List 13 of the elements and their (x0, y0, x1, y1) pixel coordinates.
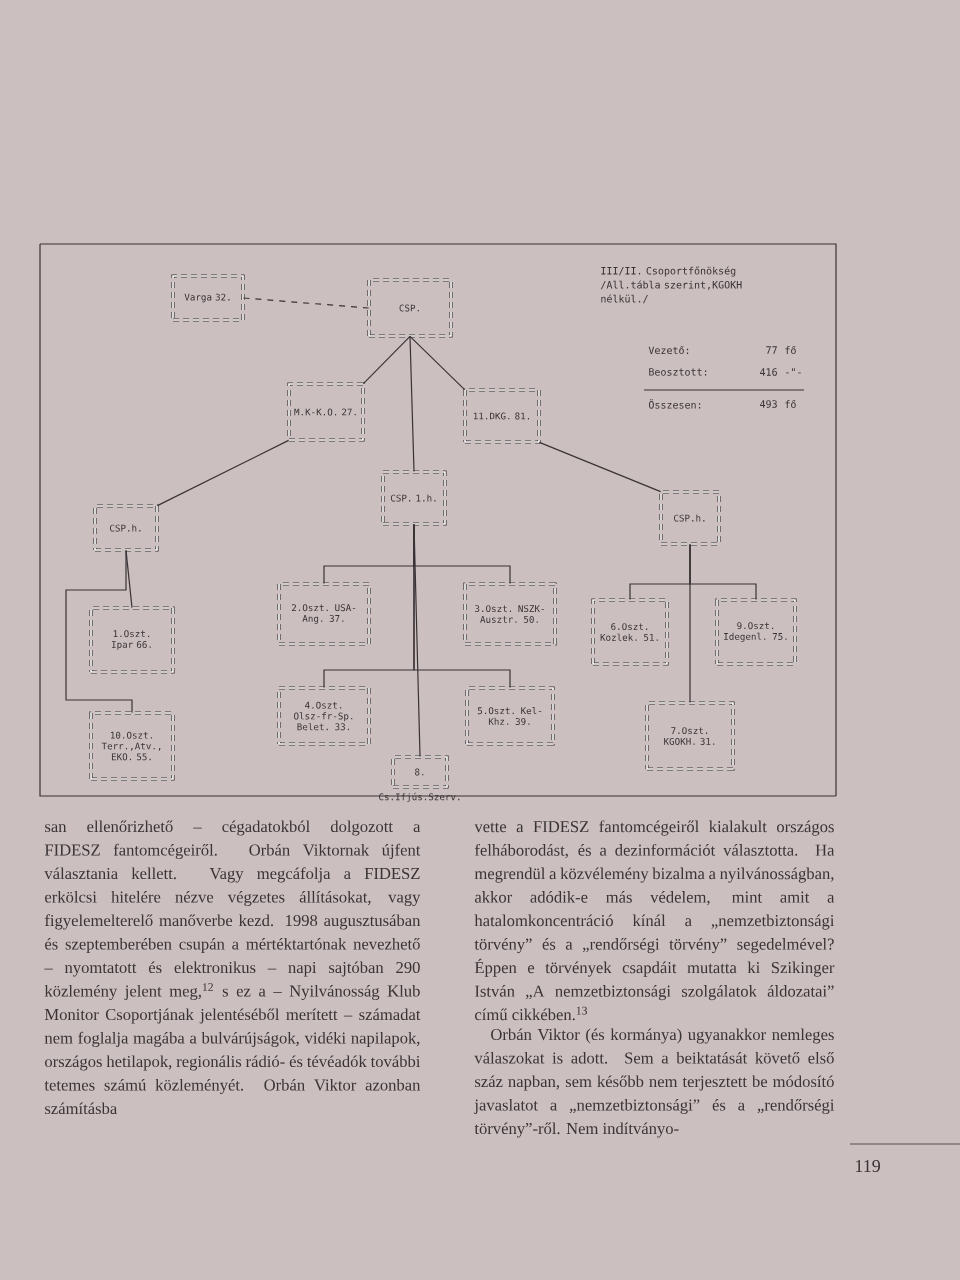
connector-line (362, 335, 411, 385)
connector-line (156, 439, 290, 507)
body-paragraph: Orbán Viktor (és kormánya) ugyanakkor nemleges válaszokat is adott. Sem a beiktatását követő első száz napban, sem később nem terjesztett be módosító javaslatot a „nemzetbiztonsági” és a „rendőrségi törvény”-ről. Nem indítványo- (473, 1028, 835, 1138)
body-paragraph: san ellenőrizhető – cégadatokból dolgozott a FIDESZ fantomcégeiről. Orbán Viktornak újfent választania kellett. Vagy megcáfolja a FIDESZ erkölcsi hitelére nézve végzetes állításokat, vagy figyelemelterelő manőverbe kezd. 1998 augusztusában és szeptemberében csupán a mértéktartónak nevezhető – nyomtatott és elektronikus – napi sajtóban 290 közlemény jelent meg,$^{12}$ s ez a – Nyilvánosság Klub Monitor Csoportjának jelentéséből merített – számadat nem foglalja magába a bulvárújságok, vidéki napilapok, országos hetilapok, regionális rádió- és tévéadók további tetemes számú közleményét. Orbán Viktor azonban számításba (44, 820, 421, 1115)
connector-line (65, 549, 133, 714)
connector-line (409, 335, 415, 473)
connector-line (538, 441, 662, 493)
connector-line (689, 543, 691, 704)
connector-line (413, 523, 421, 758)
connector-line (409, 335, 466, 391)
body-paragraph: vette a FIDESZ fantomcégeiről kialakult országos felháborodást, és a dezinformációt választotta. Ha megrendül a közvélemény bizalma a nyilvánosságban, akkor adódik-e más védelem, mint amit a hatalomkoncentráció kínál a „nemzetbiztonsági törvény” és a „rendőrségi törvény” segedelmével? Éppen e törvények csapdáit mutatta ki Szikinger István „A nemzetbiztonsági szolgálatok áldozatai” című cikkében.$^{13}$ (474, 820, 835, 1021)
page-number: 119 (855, 1159, 880, 1173)
connector-line (242, 297, 370, 309)
